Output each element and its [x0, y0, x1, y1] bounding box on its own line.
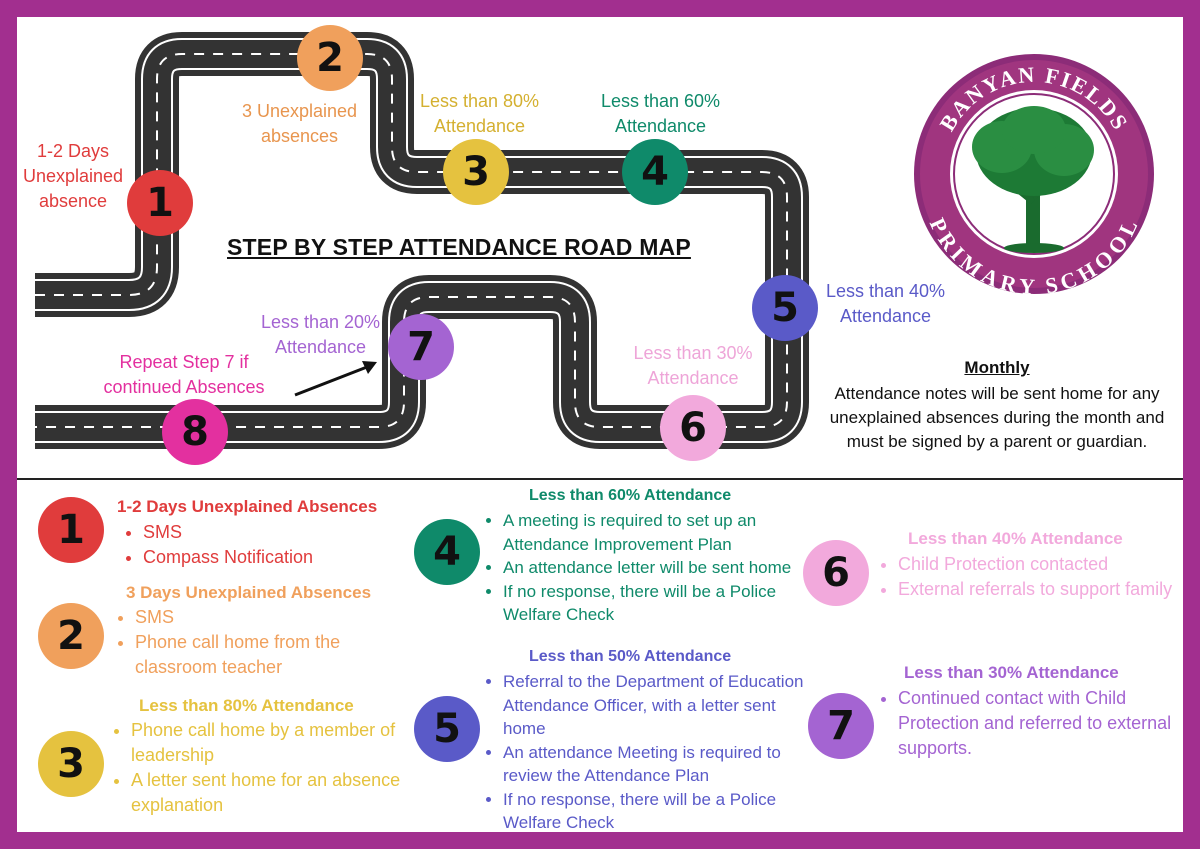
divider [17, 478, 1183, 480]
detail-list-5: Referral to the Department of Education … [481, 670, 823, 832]
detail-list-7: Continued contact with Child Protection … [876, 686, 1178, 761]
step-2-circle: 2 [297, 25, 363, 91]
detail-circle-2: 2 [38, 603, 104, 669]
detail-circle-3: 3 [38, 731, 104, 797]
step-5-circle: 5 [752, 275, 818, 341]
step-3-circle: 3 [443, 139, 509, 205]
detail-list-1: SMSCompass Notification [121, 520, 423, 570]
monthly-text: Attendance notes will be sent home for a… [829, 384, 1165, 451]
step-1-circle: 1 [127, 170, 193, 236]
detail-circle-5: 5 [414, 696, 480, 762]
detail-heading-7: Less than 30% Attendance [904, 663, 1119, 682]
step-8-circle: 8 [162, 399, 228, 465]
detail-circle-4: 4 [414, 519, 480, 585]
detail-heading-6: Less than 40% Attendance [908, 529, 1123, 548]
road-label-7: Less than 20%Attendance [260, 312, 381, 357]
detail-heading-2: 3 Days Unexplained Absences [126, 583, 372, 602]
detail-list-3: Phone call home by a member of leadershi… [109, 718, 421, 818]
detail-list-4: A meeting is required to set up an Atten… [481, 509, 818, 627]
monthly-heading: Monthly [964, 358, 1030, 377]
road-label-5: Less than 40%Attendance [825, 281, 946, 326]
tree-icon [972, 106, 1094, 253]
road-label-6: Less than 30%Attendance [633, 343, 753, 388]
detail-heading-1: 1-2 Days Unexplained Absences [117, 497, 378, 516]
detail-heading-3: Less than 80% Attendance [139, 696, 354, 715]
page-title: STEP BY STEP ATTENDANCE ROAD MAP [227, 234, 691, 260]
step-6-circle: 6 [660, 395, 726, 461]
detail-circle-7: 7 [808, 693, 874, 759]
detail-heading-5: Less than 50% Attendance [529, 648, 732, 665]
detail-list-2: SMSPhone call home from the classroom te… [113, 605, 405, 680]
step-7-circle: 7 [388, 314, 454, 380]
detail-circle-1: 1 [38, 497, 104, 563]
step-4-circle: 4 [622, 139, 688, 205]
arrow [294, 361, 377, 397]
detail-list-6: Child Protection contactedExternal refer… [876, 552, 1178, 602]
road-label-3: Less than 80%Attendance [419, 91, 540, 136]
detail-circle-6: 6 [803, 540, 869, 606]
road-label-4: Less than 60%Attendance [600, 91, 721, 136]
school-logo: BANYAN FIELDS PRIMARY SCHOOL [914, 54, 1154, 296]
detail-heading-4: Less than 60% Attendance [529, 487, 732, 504]
